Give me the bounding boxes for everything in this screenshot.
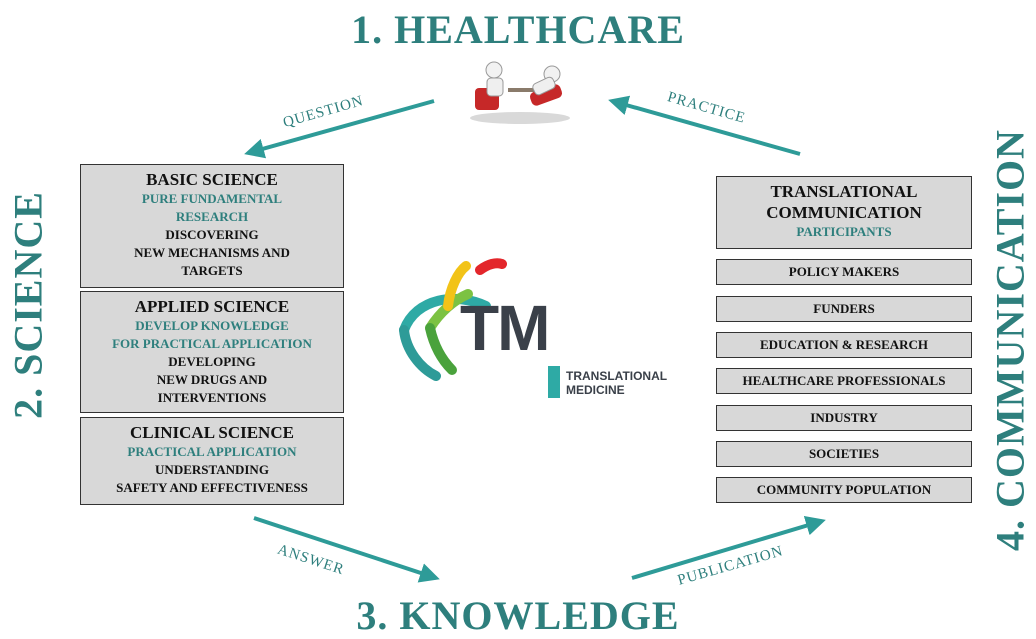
applied-science-title: APPLIED SCIENCE [134,297,290,316]
basic-science-line-3: TARGETS [181,263,243,278]
clinical-science-box: CLINICAL SCIENCE PRACTICAL APPLICATION U… [80,417,344,505]
logo-subtitle-1: TRANSLATIONAL [566,369,668,383]
clinical-science-subtitle-1: PRACTICAL APPLICATION [127,444,297,459]
participant-item: SOCIETIES [716,441,972,467]
participant-item: POLICY MAKERS [716,259,972,285]
answer-arrow [253,516,440,583]
healthcare-title: 1. HEALTHCARE [351,7,685,52]
participant-item: EDUCATION & RESEARCH [716,332,972,358]
basic-science-line-2: NEW MECHANISMS AND [134,245,290,260]
participant-item: INDUSTRY [716,405,972,431]
publication-arrow [631,516,826,580]
clinical-science-title: CLINICAL SCIENCE [130,423,294,442]
basic-science-line-1: DISCOVERING [165,227,259,242]
applied-science-line-1: DEVELOPING [168,354,256,369]
logo-mark: TM [460,292,550,364]
communication-title-1: TRANSLATIONAL [770,182,918,201]
translational-medicine-logo [399,258,560,398]
applied-science-subtitle-1: DEVELOP KNOWLEDGE [135,318,289,333]
question-arrow [244,99,435,159]
applied-science-box: APPLIED SCIENCE DEVELOP KNOWLEDGE FOR PR… [80,291,344,413]
basic-science-title: BASIC SCIENCE [146,170,278,189]
applied-science-line-2: NEW DRUGS AND [156,372,268,387]
clinical-science-line-2: SAFETY AND EFFECTIVENESS [116,480,308,495]
applied-science-subtitle-2: FOR PRACTICAL APPLICATION [112,336,312,351]
participant-item: FUNDERS [716,296,972,322]
communication-title-2: COMMUNICATION [766,203,922,222]
knowledge-title: 3. KNOWLEDGE [356,593,680,638]
translational-communication-box: TRANSLATIONAL COMMUNICATION PARTICIPANTS [716,176,972,249]
clinical-science-line-1: UNDERSTANDING [155,462,269,477]
applied-science-line-3: INTERVENTIONS [157,390,267,405]
practice-arrow [608,95,801,156]
basic-science-subtitle-1: PURE FUNDAMENTAL [141,191,283,206]
basic-science-box: BASIC SCIENCE PURE FUNDAMENTAL RESEARCH … [80,164,344,288]
basic-science-subtitle-2: RESEARCH [175,209,249,224]
participant-item: HEALTHCARE PROFESSIONALS [716,368,972,394]
consultation-illustration [470,61,570,124]
logo-subtitle-2: MEDICINE [566,383,625,397]
participant-item: COMMUNITY POPULATION [716,477,972,503]
communication-subtitle: PARTICIPANTS [796,224,892,239]
